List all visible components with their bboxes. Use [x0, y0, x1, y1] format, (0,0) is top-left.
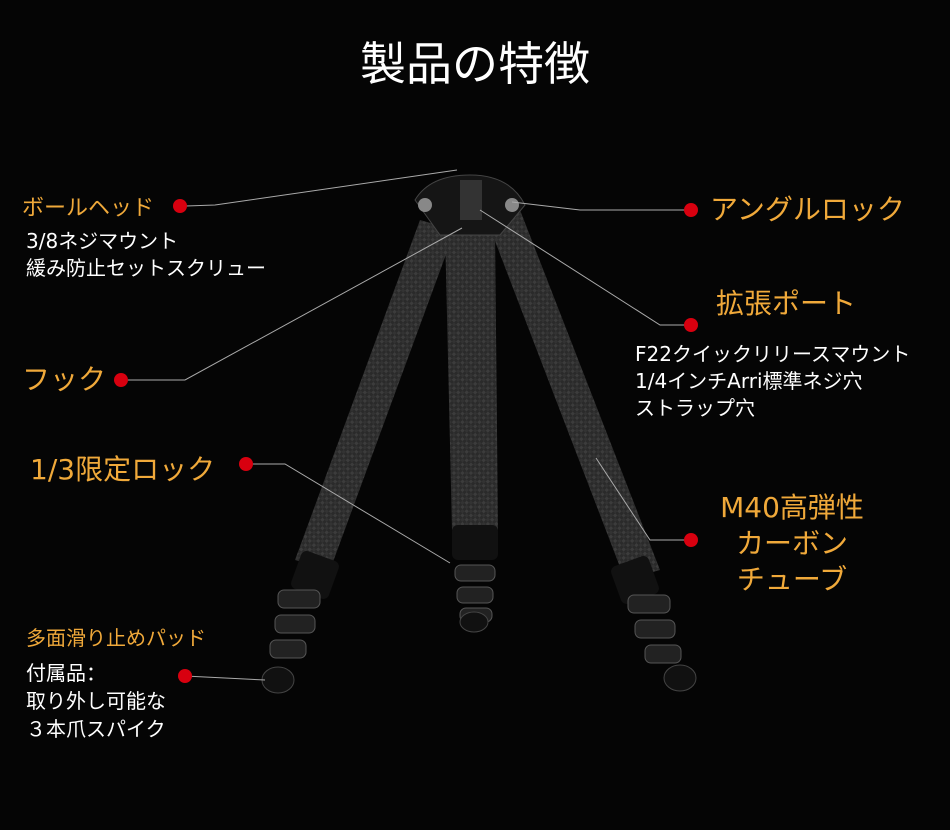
pad-desc-2: 取り外し可能な — [26, 689, 166, 713]
angle-lock-label: アングルロック — [710, 193, 905, 226]
pad-marker — [178, 669, 192, 683]
tube-label-2: カーボン — [735, 527, 848, 560]
tube-label-1: M40高弾性 — [720, 491, 864, 524]
port-desc-3: ストラップ穴 — [635, 396, 755, 420]
hook-label: フック — [22, 363, 107, 396]
limit-lock-label: 1/3限定ロック — [30, 453, 216, 486]
port-desc-1: F22クイックリリースマウント — [635, 342, 911, 366]
tube-marker — [684, 533, 698, 547]
angle-lock-marker — [684, 203, 698, 217]
page-title: 製品の特徴 — [360, 37, 590, 91]
port-marker — [684, 318, 698, 332]
ballhead-desc-1: 3/8ネジマウント — [26, 229, 179, 253]
pad-label: 多面滑り止めパッド — [26, 626, 206, 650]
hook-marker — [114, 373, 128, 387]
limit-lock-marker — [239, 457, 253, 471]
tube-label-3: チューブ — [736, 563, 848, 596]
pad-desc-3: ３本爪スパイク — [26, 717, 166, 741]
ballhead-label: ボールヘッド — [22, 196, 155, 221]
ballhead-desc-2: 緩み防止セットスクリュー — [26, 256, 266, 280]
port-label: 拡張ポート — [716, 287, 857, 320]
pad-desc-1: 付属品： — [26, 661, 106, 685]
port-desc-2: 1/4インチArri標準ネジ穴 — [635, 369, 863, 393]
ballhead-marker — [173, 199, 187, 213]
